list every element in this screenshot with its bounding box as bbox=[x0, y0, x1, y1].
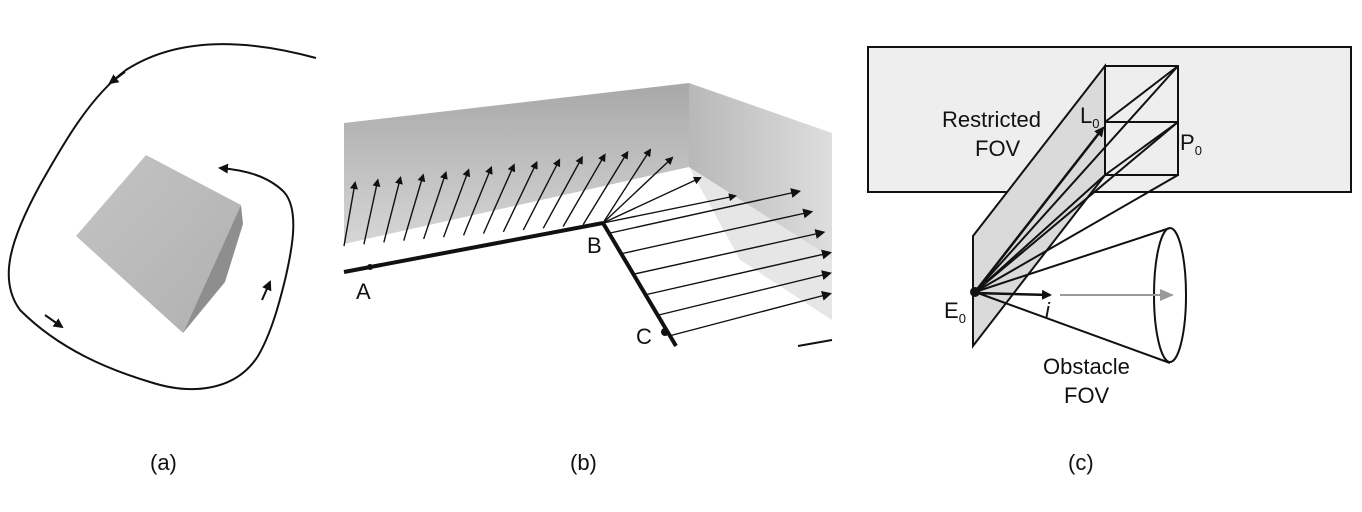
normal-arrow bbox=[669, 290, 832, 337]
obstacle-cone bbox=[974, 227, 1171, 364]
normal-arrow bbox=[442, 168, 471, 238]
eye-point-e0 bbox=[970, 287, 980, 297]
normal-arrow bbox=[502, 160, 538, 233]
normal-arrow bbox=[633, 229, 826, 275]
panel-c: Restricted FOV L0 P0 E0 i Obstacle FOV (… bbox=[867, 46, 1352, 475]
normal-arrow bbox=[608, 188, 802, 234]
normal-arrow bbox=[462, 165, 493, 236]
direction-arrow-i bbox=[974, 289, 1052, 300]
normal-arrow bbox=[562, 153, 606, 227]
arrow-inner-right bbox=[261, 280, 272, 301]
restricted-fov-label-line1: Restricted bbox=[942, 107, 1041, 132]
panel-a: (a) bbox=[7, 43, 317, 475]
normal-arrow bbox=[602, 193, 737, 224]
label-b: B bbox=[587, 233, 602, 258]
normal-arrows-left bbox=[343, 148, 737, 247]
frustum-far-diag-2 bbox=[1104, 121, 1179, 176]
normal-arrow bbox=[363, 178, 381, 245]
normal-arrow bbox=[657, 270, 832, 316]
arrow-outer-left bbox=[44, 314, 64, 329]
frustum-edge-bot bbox=[974, 174, 1179, 293]
restricted-fov-label-line2: FOV bbox=[975, 136, 1021, 161]
point-c-marker bbox=[661, 328, 669, 336]
caption-b: (b) bbox=[570, 450, 597, 475]
label-e0: E0 bbox=[944, 298, 966, 326]
panel-b: A B C (b) bbox=[343, 83, 833, 475]
floor-edge bbox=[797, 339, 833, 347]
left-wall bbox=[344, 83, 689, 244]
caption-a: (a) bbox=[150, 450, 177, 475]
cube-right-face bbox=[183, 205, 243, 333]
label-p0: P0 bbox=[1180, 130, 1202, 158]
frustum-far-diag-1 bbox=[1104, 65, 1179, 123]
normal-arrow bbox=[621, 208, 814, 255]
normal-arrow bbox=[602, 176, 702, 224]
label-a: A bbox=[356, 279, 371, 304]
normal-arrow bbox=[383, 175, 403, 243]
label-i: i bbox=[1045, 298, 1051, 323]
normal-arrow bbox=[582, 150, 629, 226]
label-l0: L0 bbox=[1080, 103, 1099, 131]
normal-arrow bbox=[423, 170, 448, 240]
frustum-edge-mid bbox=[974, 121, 1179, 293]
normal-arrow bbox=[602, 156, 674, 224]
normal-arrow bbox=[403, 173, 426, 241]
inner-orbit-path bbox=[218, 163, 295, 281]
path-segment-ab bbox=[343, 221, 604, 274]
obstacle-fov-label-line2: FOV bbox=[1064, 383, 1110, 408]
label-c: C bbox=[636, 324, 652, 349]
cube bbox=[76, 155, 243, 333]
normal-arrow bbox=[482, 163, 516, 234]
normal-arrow bbox=[645, 249, 832, 296]
normal-arrow bbox=[343, 181, 358, 247]
normal-arrow bbox=[602, 148, 652, 224]
caption-c: (c) bbox=[1068, 450, 1094, 475]
outer-orbit-path bbox=[7, 43, 317, 391]
path-segment-bc bbox=[601, 221, 678, 348]
normal-arrow bbox=[542, 155, 583, 229]
normal-arrows-right bbox=[608, 188, 832, 337]
obstacle-fov-label-line1: Obstacle bbox=[1043, 354, 1130, 379]
frustum-edge-back bbox=[974, 174, 1106, 293]
normal-arrow bbox=[522, 158, 561, 231]
frustum-edge-top bbox=[974, 65, 1179, 293]
view-arrow-l0 bbox=[974, 126, 1105, 293]
arrow-outer-top bbox=[108, 71, 126, 85]
cube-top-face bbox=[76, 155, 241, 333]
point-a-marker bbox=[367, 264, 373, 270]
